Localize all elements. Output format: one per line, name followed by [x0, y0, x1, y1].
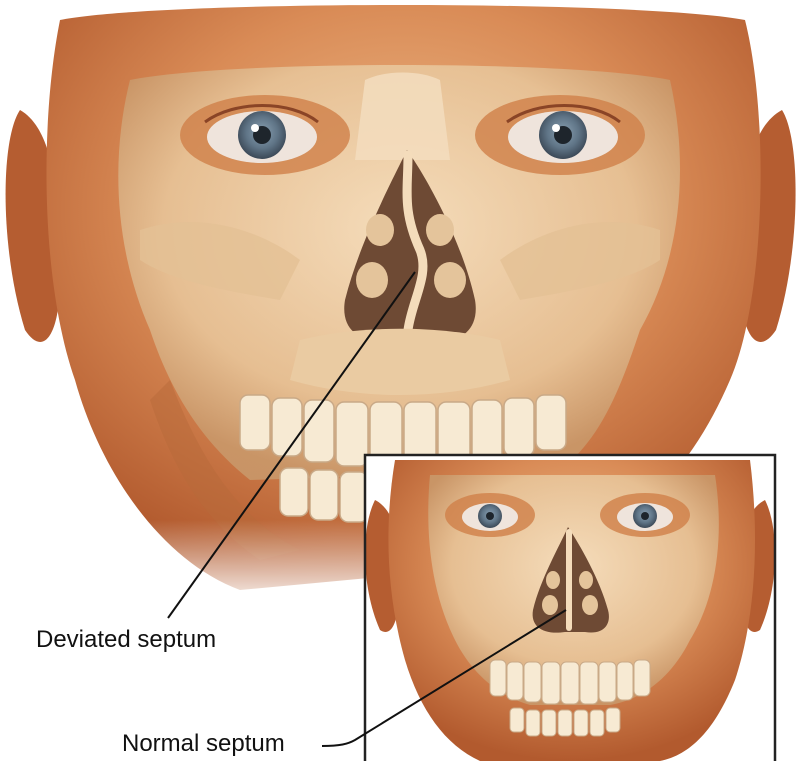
normal-septum-label: Normal septum: [122, 730, 285, 758]
inset-panel: [365, 455, 775, 761]
large-left-eye: [180, 95, 350, 175]
large-right-eye: [475, 95, 645, 175]
deviated-septum-label: Deviated septum: [36, 626, 216, 654]
